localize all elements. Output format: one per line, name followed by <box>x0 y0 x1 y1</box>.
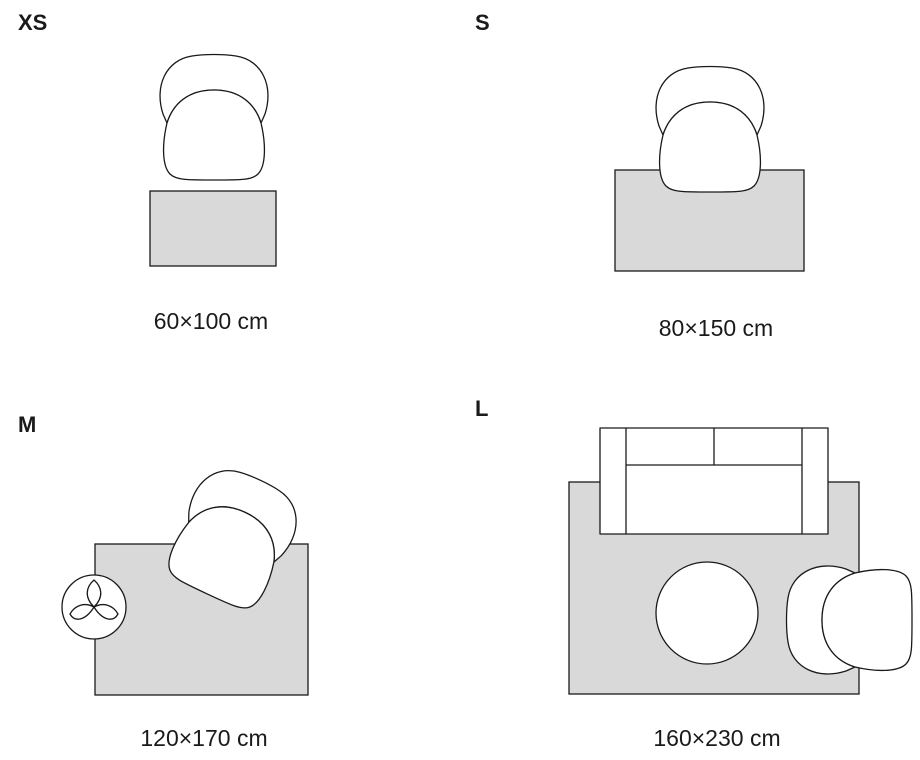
panel-xs <box>149 53 277 267</box>
armchair-icon <box>785 565 913 675</box>
armchair-icon <box>159 53 269 181</box>
size-label-s: S <box>475 10 490 35</box>
sofa-icon <box>599 427 829 535</box>
rug-xs <box>149 190 277 267</box>
panel-s <box>614 65 805 272</box>
round-table-icon <box>655 561 759 665</box>
size-label-l: L <box>475 396 489 421</box>
panel-l <box>568 427 913 695</box>
dimensions-label-l: 160×230 cm <box>653 725 781 751</box>
size-label-xs: XS <box>18 10 48 35</box>
size-label-m: M <box>18 412 37 437</box>
dimensions-label-xs: 60×100 cm <box>153 308 269 334</box>
panel-m <box>61 456 310 696</box>
dimensions-label-m: 120×170 cm <box>140 725 268 751</box>
dimensions-label-s: 80×150 cm <box>658 315 774 341</box>
armchair-icon <box>655 65 765 193</box>
plant-pot-icon <box>61 574 127 640</box>
